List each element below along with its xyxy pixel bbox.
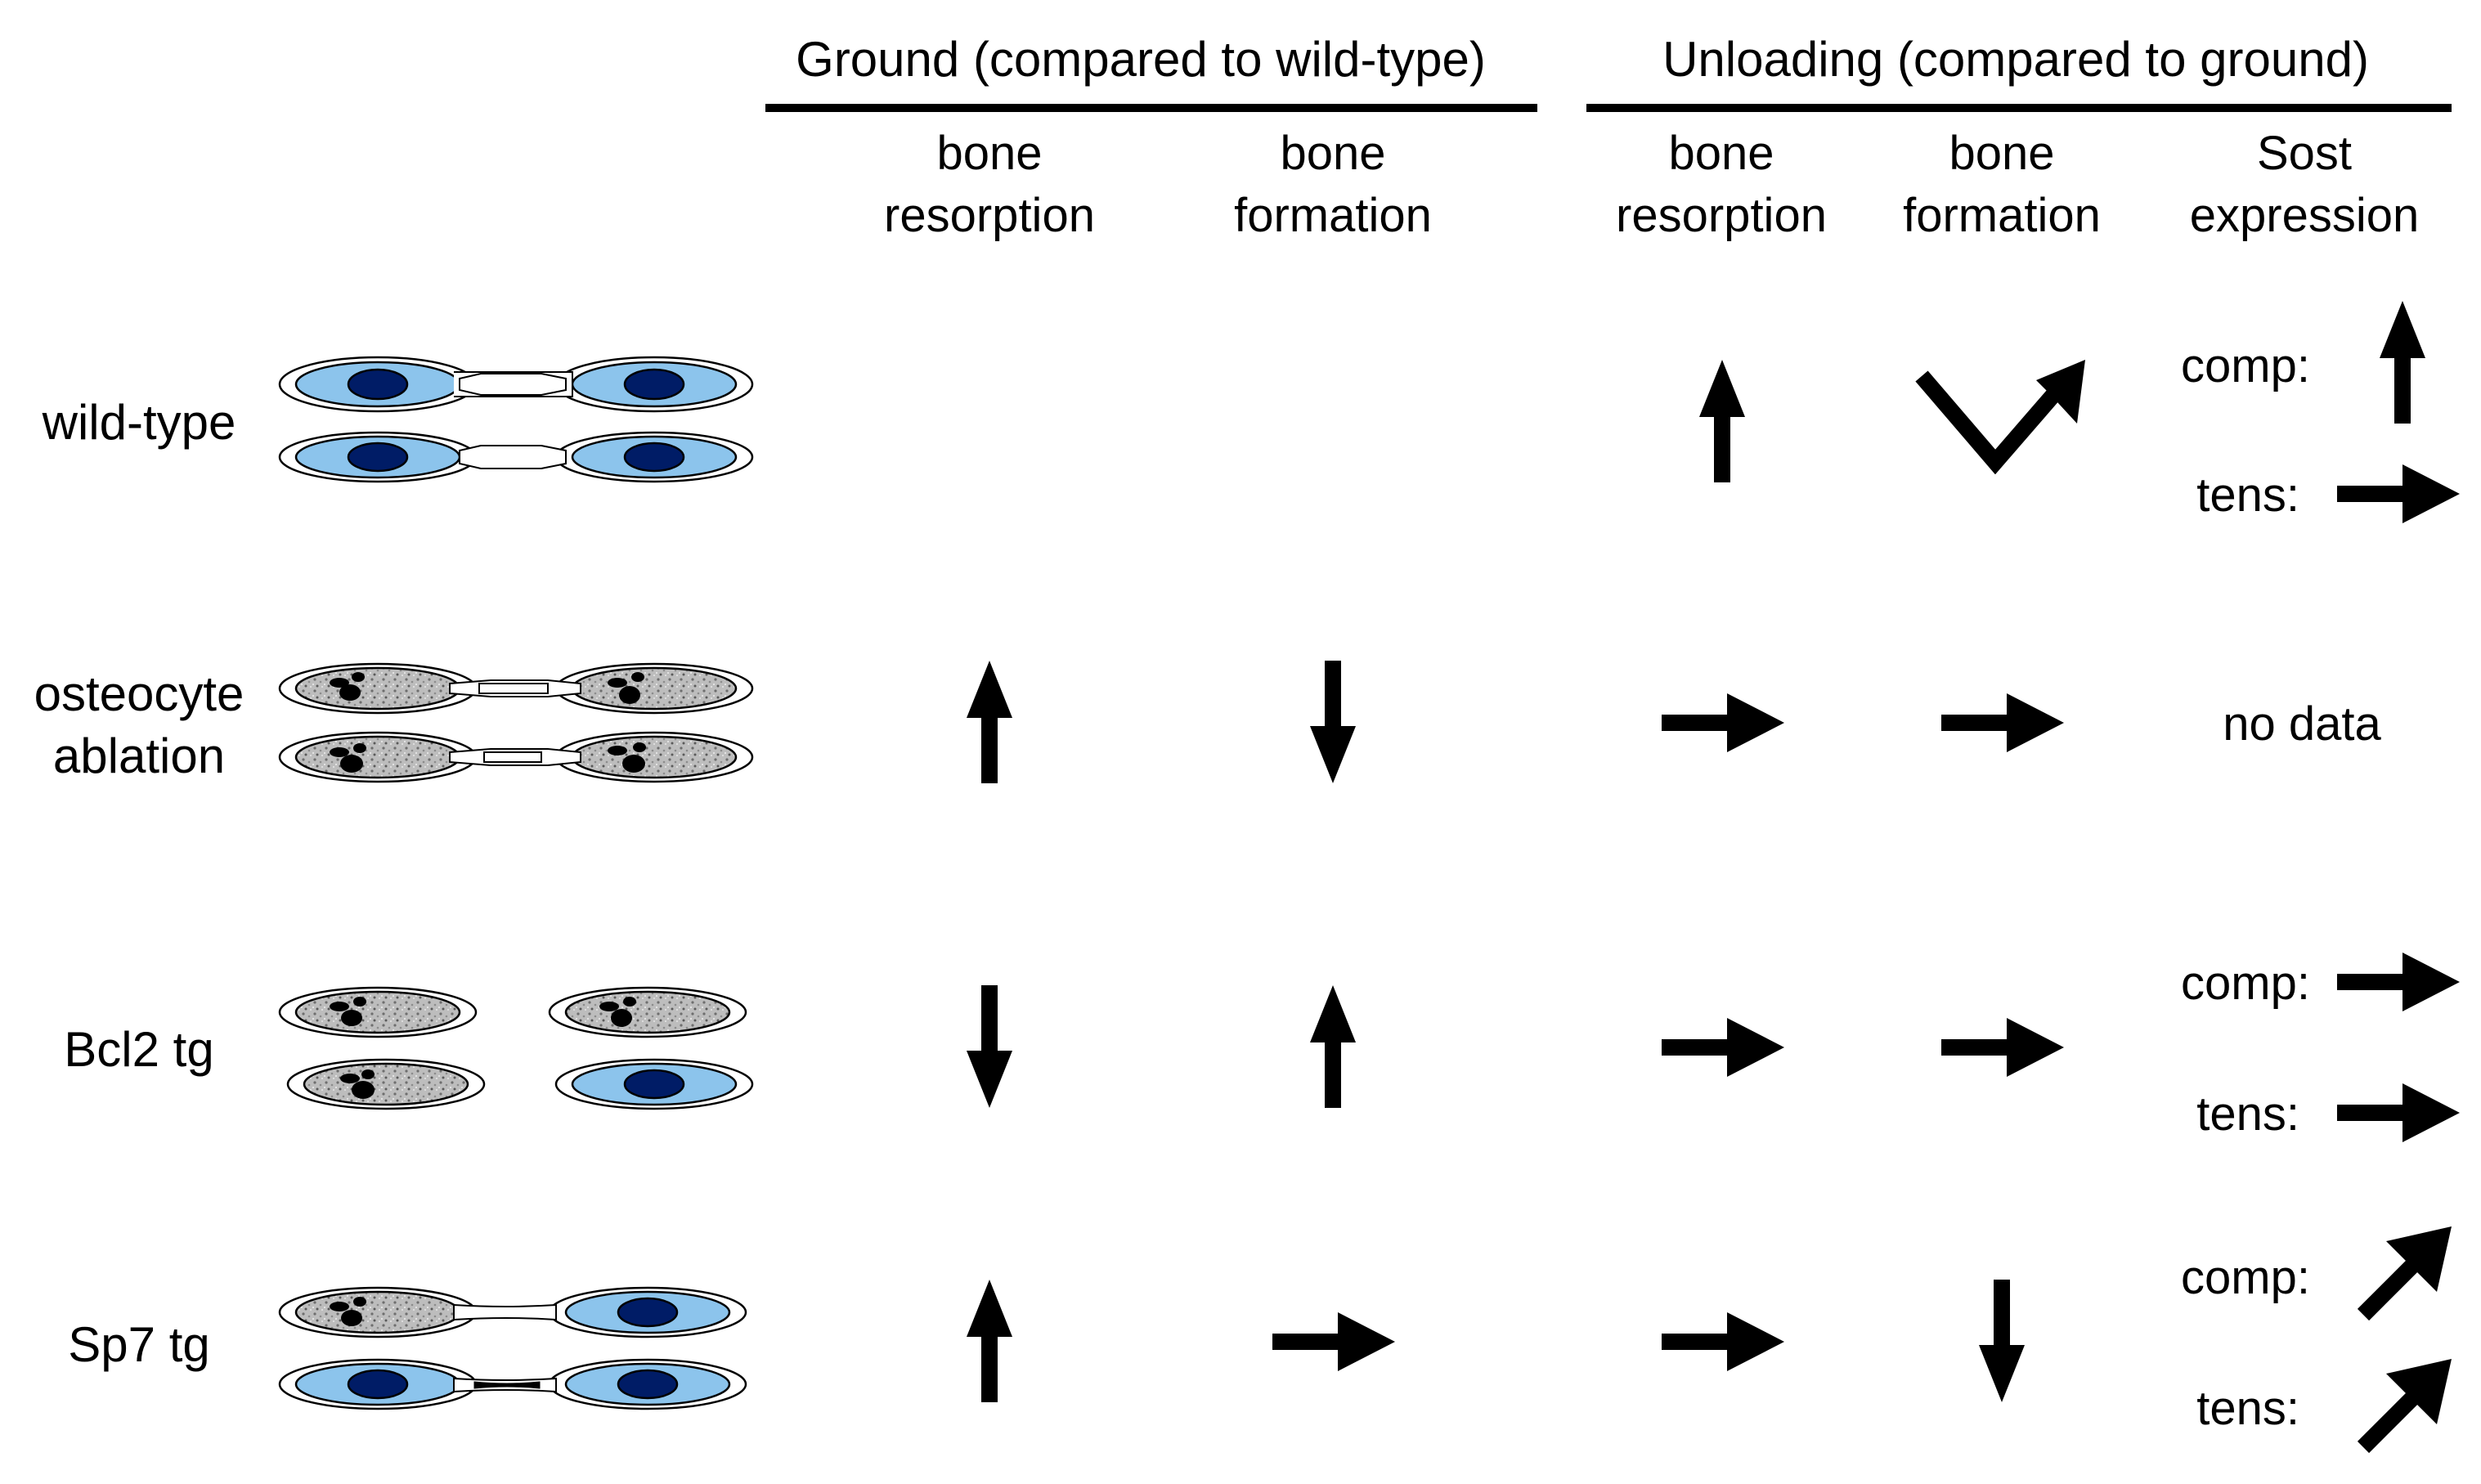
osteocyte-pair-icon: [278, 356, 754, 483]
sp7-osteocyte-group-icon: [278, 1286, 747, 1410]
header-unloading: Unloading (compared to ground): [1662, 32, 2369, 87]
arrow-right-oa-unload-formation: [1941, 693, 2064, 752]
sost-label-comp-sp7: comp:: [2181, 1251, 2310, 1304]
sost-label-tens-bcl2: tens:: [2196, 1087, 2299, 1141]
arrow-up-wt-sost-comp: [2380, 301, 2425, 424]
row-label-line1: wild-type: [42, 395, 236, 450]
arrow-right-bcl2-sost-comp: [2337, 953, 2460, 1011]
sost-label-comp-wt: comp:: [2181, 339, 2310, 392]
col-label-line2: resorption: [884, 189, 1095, 242]
arrow-right-wt-sost-tens: [2337, 464, 2460, 523]
col-label-line1: bone: [1668, 127, 1774, 180]
col-label-line2: formation: [1903, 189, 2101, 242]
arrow-right-sp7-ground-formation: [1272, 1312, 1395, 1371]
col-label-line1: Sost: [2256, 127, 2353, 180]
row-label-wild-type: wild-type: [43, 392, 236, 454]
arrow-right-bcl2-sost-tens: [2337, 1083, 2460, 1142]
col-label-line2: resorption: [1616, 189, 1827, 242]
arrow-up-sp7-ground-resorption: [967, 1280, 1012, 1402]
col-unload-formation: bone formation: [1903, 123, 2101, 247]
row-label-line2: ablation: [52, 729, 226, 783]
header-ground-rule: [765, 104, 1537, 112]
arrow-diag-sp7-sost-comp: [2357, 1226, 2452, 1321]
col-sost-expression: Sost expression: [2190, 123, 2419, 247]
col-label-line1: bone: [936, 127, 1043, 180]
col-ground-formation: bone formation: [1234, 123, 1432, 247]
arrow-up-bcl2-ground-formation: [1310, 985, 1356, 1108]
arrow-up-oa-ground-resorption: [967, 661, 1012, 783]
row-label-line1: osteocyte: [34, 666, 245, 721]
arrow-right-bcl2-unload-formation: [1941, 1018, 2064, 1077]
row-label-bcl2-tg: Bcl2 tg: [64, 1019, 213, 1081]
sost-label-comp-bcl2: comp:: [2181, 957, 2310, 1010]
row-label-osteocyte-ablation: osteocyte ablation: [34, 663, 245, 787]
no-data-label: no data: [2223, 697, 2381, 751]
arrow-down-sp7-unload-formation: [1979, 1280, 2025, 1402]
col-label-line2: formation: [1234, 189, 1432, 242]
row-label-line1: Bcl2 tg: [64, 1022, 214, 1077]
arrow-down-oa-ground-formation: [1310, 661, 1356, 783]
ablated-osteocyte-pair-icon: [278, 662, 754, 783]
row-label-line1: Sp7 tg: [68, 1317, 210, 1372]
header-ground: Ground (compared to wild-type): [796, 32, 1486, 87]
arrow-up-wt-unload-resorption: [1699, 360, 1745, 482]
arrow-right-oa-unload-resorption: [1662, 693, 1784, 752]
arrow-right-bcl2-unload-resorption: [1662, 1018, 1784, 1077]
col-ground-resorption: bone resorption: [884, 123, 1095, 247]
arrow-diag-sp7-sost-tens: [2357, 1359, 2452, 1454]
col-label-line1: bone: [1949, 127, 2055, 180]
row-label-sp7-tg: Sp7 tg: [68, 1314, 209, 1376]
sost-label-tens-wt: tens:: [2196, 469, 2299, 522]
col-label-line2: expression: [2189, 189, 2420, 242]
header-unloading-rule: [1586, 104, 2452, 112]
col-unload-resorption: bone resorption: [1616, 123, 1827, 247]
arrow-down-bcl2-ground-resorption: [967, 985, 1012, 1108]
col-label-line1: bone: [1280, 127, 1386, 180]
bcl2-osteocyte-group-icon: [278, 986, 754, 1110]
sost-label-tens-sp7: tens:: [2196, 1382, 2299, 1435]
arrow-right-sp7-unload-resorption: [1662, 1312, 1784, 1371]
arrow-v-wt-unload-formation: [1915, 360, 2085, 474]
